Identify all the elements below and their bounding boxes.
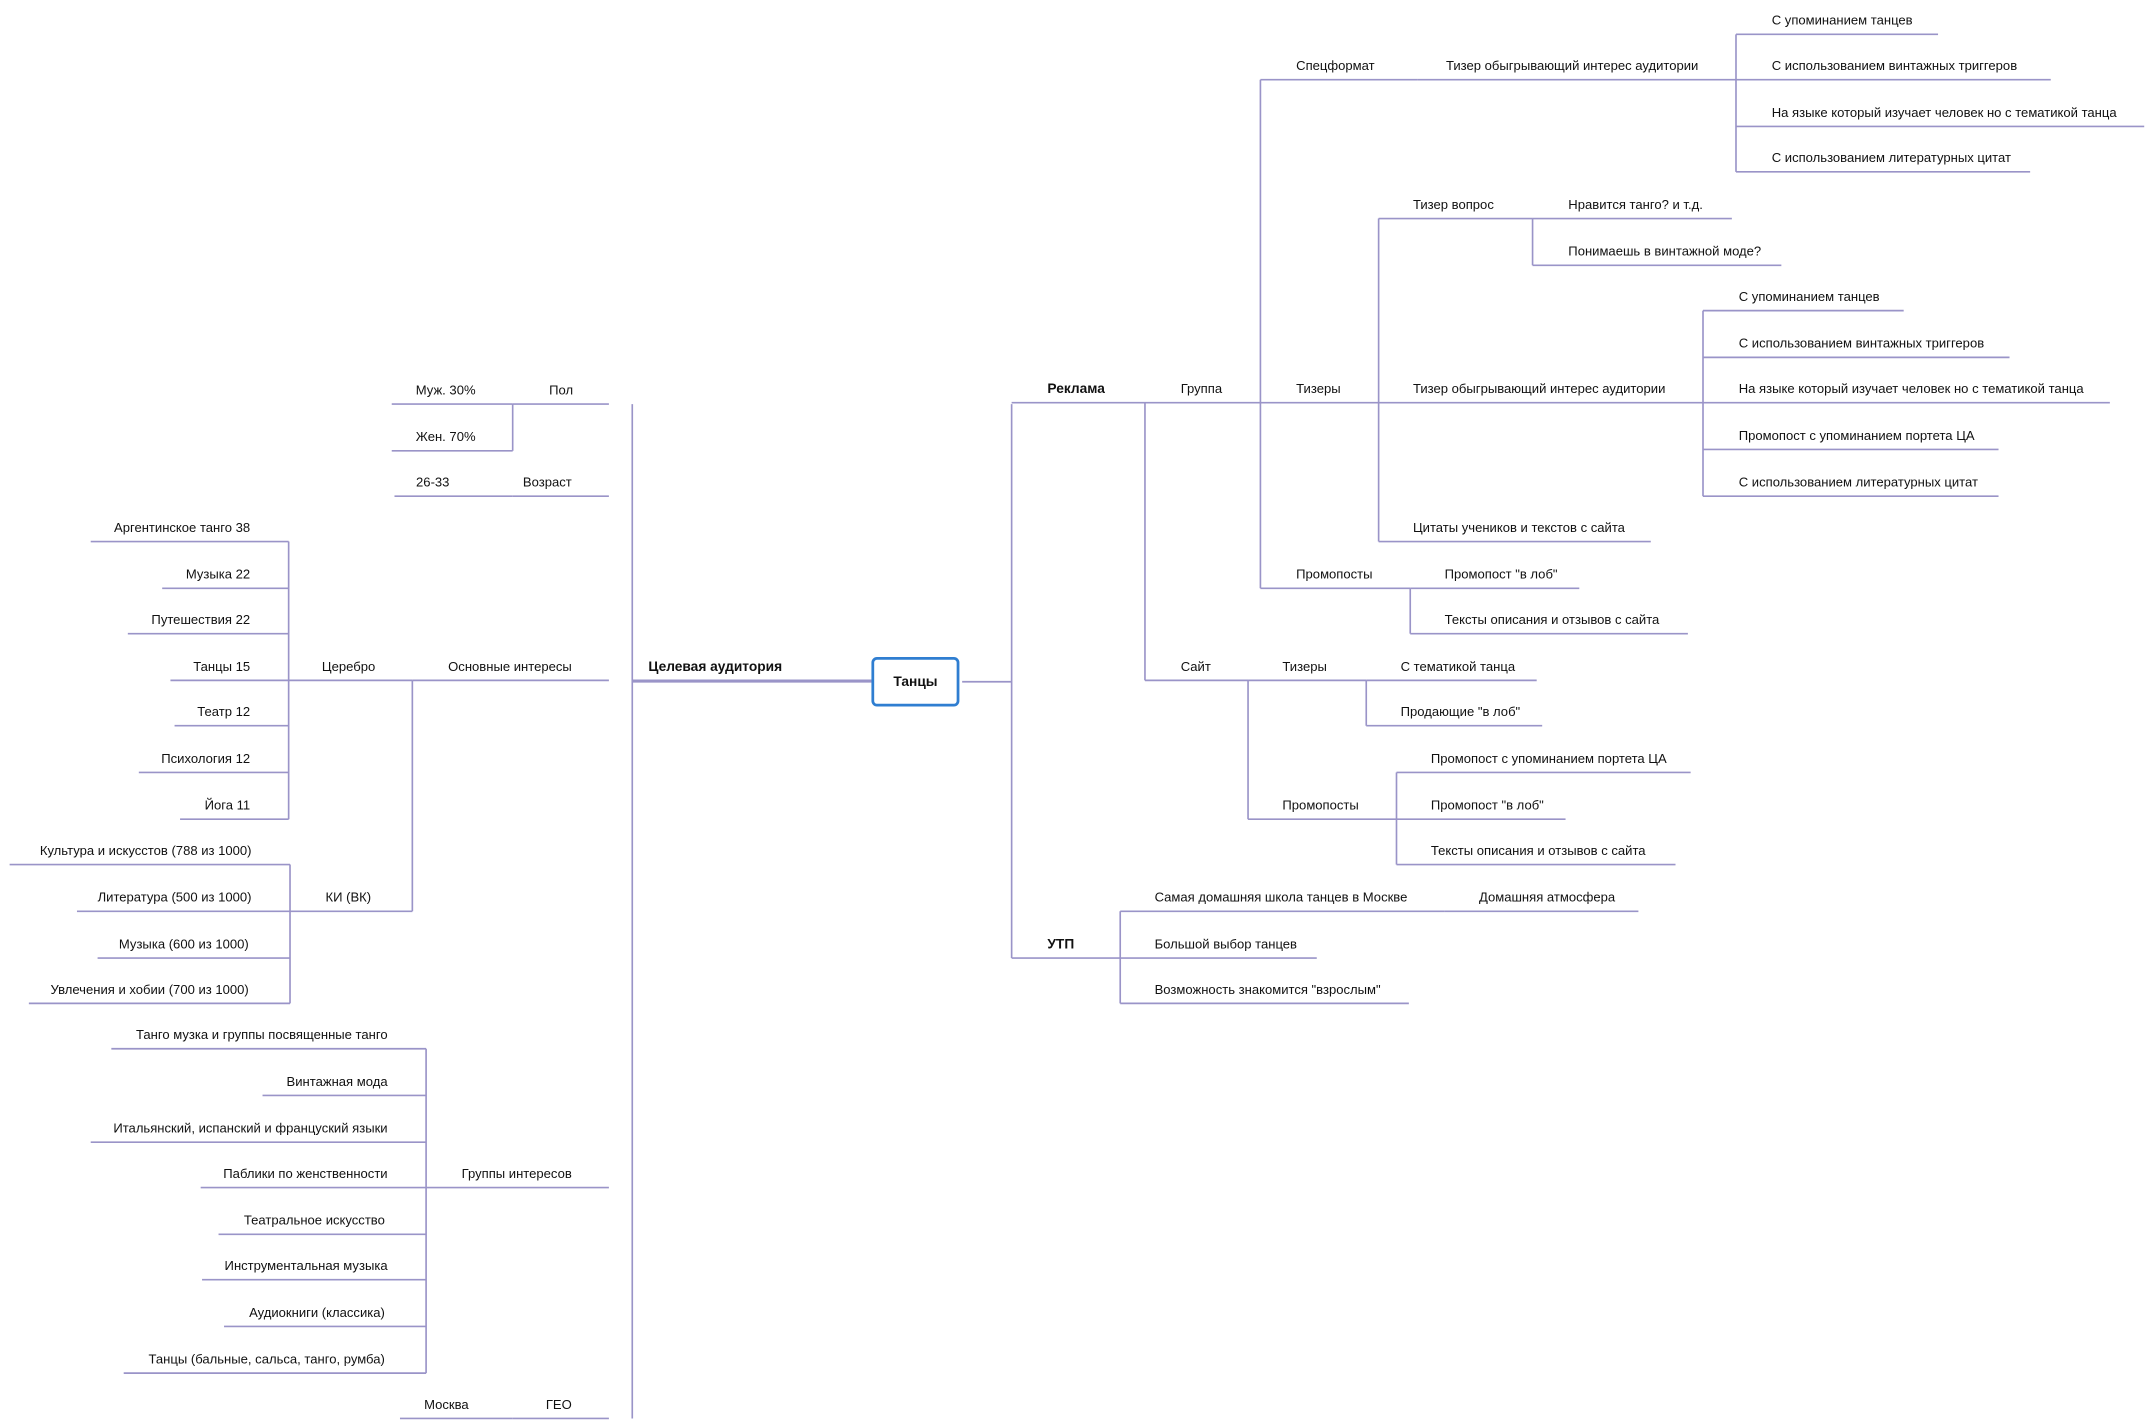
topic-node-39[interactable]: Тизеры xyxy=(1296,382,1341,398)
topic-node-46[interactable]: На языке который изучает человек но с те… xyxy=(1738,382,2084,398)
topic-node-5[interactable]: 26-33 xyxy=(416,475,450,491)
topic-node-16[interactable]: Культура и искусстов (788 из 1000) xyxy=(39,843,252,860)
topic-node-25[interactable]: Театральное искусство xyxy=(243,1213,385,1229)
topic-node-24[interactable]: Паблики по женственности xyxy=(223,1166,388,1183)
topic-node-9[interactable]: Музыка 22 xyxy=(185,567,251,583)
topic-node-8[interactable]: Аргентинское танго 38 xyxy=(113,520,251,537)
topic-node-4[interactable]: Возраст xyxy=(522,475,572,491)
topic-node-60[interactable]: Тексты описания и отзывов с сайта xyxy=(1430,843,1646,860)
topic-node-19[interactable]: Увлечения и хобии (700 из 1000) xyxy=(50,982,249,998)
topic-node-12[interactable]: Театр 12 xyxy=(197,705,251,721)
topic-node-14[interactable]: Йога 11 xyxy=(204,798,251,814)
topic-node-28[interactable]: Танцы (бальные, сальса, танго, румба) xyxy=(148,1352,385,1368)
topic-node-50[interactable]: Промопосты xyxy=(1296,567,1373,583)
topic-node-23[interactable]: Итальянский, испанский и француский язык… xyxy=(113,1121,388,1137)
topic-node-30[interactable]: Москва xyxy=(424,1397,469,1413)
topic-node-20[interactable]: Группы интересов xyxy=(461,1166,572,1183)
topic-node-32[interactable]: Группа xyxy=(1180,382,1223,398)
topic-node-27[interactable]: Аудиокниги (классика) xyxy=(249,1305,385,1321)
topic-node-37[interactable]: На языке который изучает человек но с те… xyxy=(1771,105,2117,121)
topic-node-44[interactable]: С упоминанием танцев xyxy=(1738,290,1880,306)
root-label: Танцы xyxy=(893,674,938,690)
topic-node-59[interactable]: Промопост "в лоб" xyxy=(1430,798,1544,814)
topic-node-7[interactable]: Церебро xyxy=(321,659,376,675)
topic-node-36[interactable]: С использованием винтажных триггеров xyxy=(1771,59,2018,75)
topic-node-22[interactable]: Винтажная мода xyxy=(286,1074,388,1090)
topic-node-62[interactable]: Самая домашняя школа танцев в Москве xyxy=(1154,890,1408,906)
topic-node-42[interactable]: Понимаешь в винтажной моде? xyxy=(1568,244,1762,260)
topic-node-64[interactable]: Большой выбор танцев xyxy=(1154,937,1298,953)
topic-node-41[interactable]: Нравится танго? и т.д. xyxy=(1568,197,1703,214)
topic-node-58[interactable]: Промопост с упоминанием портета ЦА xyxy=(1430,751,1667,767)
topic-node-48[interactable]: С использованием литературных цитат xyxy=(1738,475,1978,491)
topic-node-11[interactable]: Танцы 15 xyxy=(193,659,251,675)
topic-node-49[interactable]: Цитаты учеников и текстов с сайта xyxy=(1412,520,1625,537)
topic-node-34[interactable]: Тизер обыгрывающий интерес аудитории xyxy=(1445,59,1699,75)
topic-node-38[interactable]: С использованием литературных цитат xyxy=(1771,151,2011,167)
topic-node-3[interactable]: Жен. 70% xyxy=(415,430,476,446)
topic-node-33[interactable]: Спецформат xyxy=(1296,59,1375,75)
topic-node-15[interactable]: КИ (ВК) xyxy=(325,890,372,906)
topic-node-6[interactable]: Основные интересы xyxy=(448,659,572,675)
topic-node-29[interactable]: ГЕО xyxy=(545,1397,572,1413)
topic-node-63[interactable]: Домашняя атмосфера xyxy=(1478,890,1616,906)
root-node[interactable]: Танцы xyxy=(871,657,960,707)
topic-node-65[interactable]: Возможность знакомится "взрослым" xyxy=(1154,982,1381,998)
topic-node-35[interactable]: С упоминанием танцев xyxy=(1771,13,1913,29)
topic-node-53[interactable]: Сайт xyxy=(1180,659,1211,675)
topic-node-18[interactable]: Музыка (600 из 1000) xyxy=(118,937,249,953)
topic-node-17[interactable]: Литература (500 из 1000) xyxy=(97,890,252,906)
topic-node-45[interactable]: С использованием винтажных триггеров xyxy=(1738,336,1985,352)
topic-node-55[interactable]: С тематикой танца xyxy=(1400,659,1516,675)
topic-node-21[interactable]: Танго музка и группы посвященные танго xyxy=(136,1028,388,1044)
topic-node-1[interactable]: Пол xyxy=(549,383,574,399)
topic-node-47[interactable]: Промопост с упоминанием портета ЦА xyxy=(1738,428,1975,444)
topic-node-10[interactable]: Путешествия 22 xyxy=(151,613,251,629)
topic-node-52[interactable]: Тексты описания и отзывов с сайта xyxy=(1444,613,1660,629)
topic-node-13[interactable]: Психология 12 xyxy=(161,751,251,767)
topic-node-56[interactable]: Продающие "в лоб" xyxy=(1400,705,1521,721)
main-topic-0[interactable]: Целевая аудитория xyxy=(648,659,783,675)
topic-node-26[interactable]: Инструментальная музыка xyxy=(224,1259,388,1275)
main-topic-31[interactable]: Реклама xyxy=(1047,382,1105,398)
topic-node-54[interactable]: Тизеры xyxy=(1282,659,1327,675)
topic-node-2[interactable]: Муж. 30% xyxy=(415,383,476,399)
topic-node-40[interactable]: Тизер вопрос xyxy=(1412,197,1494,214)
topic-node-51[interactable]: Промопост "в лоб" xyxy=(1444,567,1558,583)
main-topic-61[interactable]: УТП xyxy=(1047,937,1075,953)
topic-node-57[interactable]: Промопосты xyxy=(1282,798,1359,814)
topic-node-43[interactable]: Тизер обыгрывающий интерес аудитории xyxy=(1412,382,1666,398)
